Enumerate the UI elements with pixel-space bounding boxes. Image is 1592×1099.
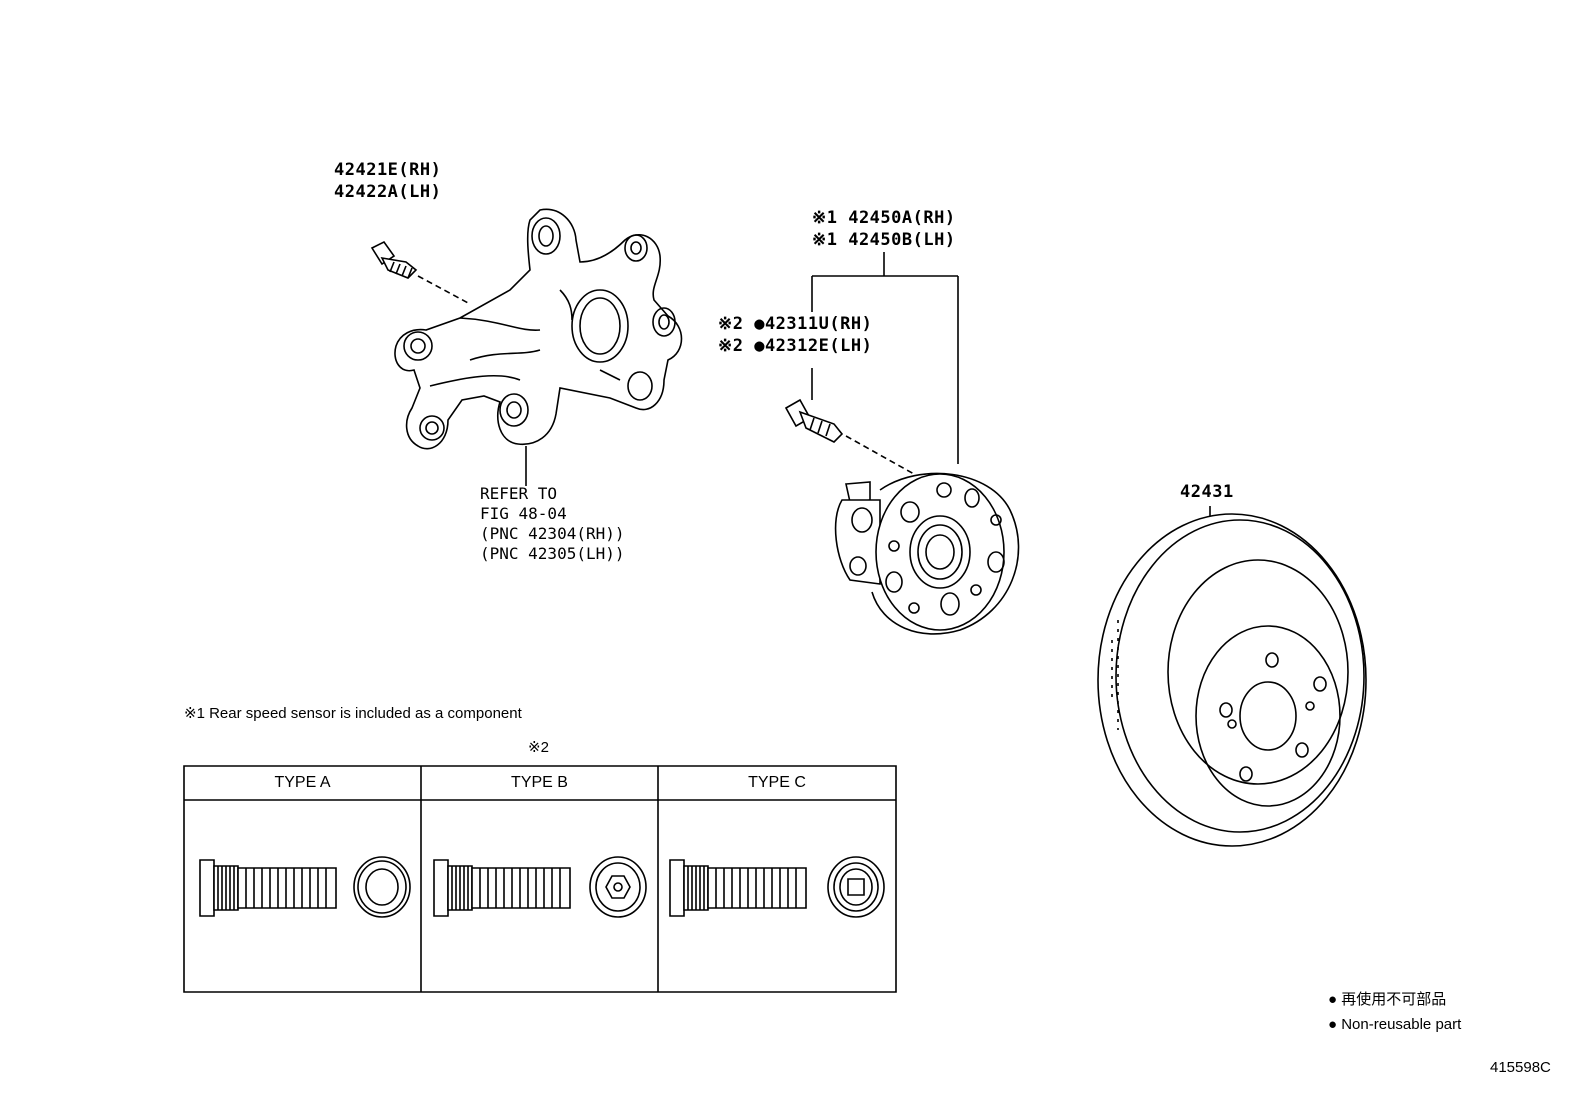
label-stud-lh: ※2 ●42312E(LH) bbox=[718, 336, 873, 356]
legend-japanese: ● 再使用不可部品 bbox=[1328, 991, 1447, 1008]
refer-line-3: (PNC 42304(RH)) bbox=[480, 524, 625, 543]
type-b-stud bbox=[434, 860, 570, 916]
knuckle-bolt[interactable] bbox=[372, 242, 470, 304]
legend-english: ● Non-reusable part bbox=[1328, 1016, 1462, 1033]
hub-bearing-assembly[interactable] bbox=[836, 473, 1019, 634]
rear-axle-carrier[interactable] bbox=[395, 209, 682, 486]
hub-callout-bracket bbox=[812, 252, 958, 464]
label-hub-rh: ※1 42450A(RH) bbox=[812, 208, 956, 228]
label-knuckle-bolt-rh: 42421E(RH) bbox=[334, 160, 442, 180]
note-speed-sensor: ※1 Rear speed sensor is included as a co… bbox=[184, 705, 522, 722]
type-b-nut bbox=[590, 857, 646, 917]
column-type-b: TYPE B bbox=[511, 774, 568, 791]
refer-line-2: FIG 48-04 bbox=[480, 504, 567, 523]
column-type-c: TYPE C bbox=[748, 774, 806, 791]
table-title: ※2 bbox=[528, 739, 549, 756]
refer-line-4: (PNC 42305(LH)) bbox=[480, 544, 625, 563]
hub-bolt[interactable] bbox=[786, 368, 914, 474]
type-c-stud bbox=[670, 860, 806, 916]
type-a-stud bbox=[200, 860, 336, 916]
label-disc: 42431 bbox=[1180, 482, 1234, 502]
type-a-nut bbox=[354, 857, 410, 917]
refer-line-1: REFER TO bbox=[480, 484, 558, 503]
label-knuckle-bolt-lh: 42422A(LH) bbox=[334, 182, 442, 202]
label-stud-rh: ※2 ●42311U(RH) bbox=[718, 314, 873, 334]
column-type-a: TYPE A bbox=[274, 774, 331, 791]
label-hub-lh: ※1 42450B(LH) bbox=[812, 230, 956, 250]
brake-disc[interactable] bbox=[1098, 506, 1366, 846]
type-c-nut bbox=[828, 857, 884, 917]
figure-id: 415598C bbox=[1490, 1059, 1551, 1076]
